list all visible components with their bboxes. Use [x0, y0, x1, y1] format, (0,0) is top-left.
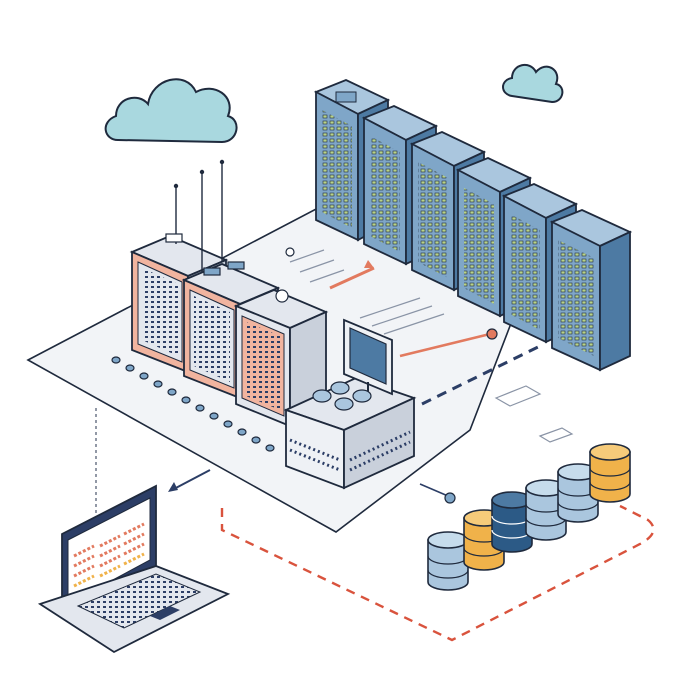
cloud-icon-right [502, 63, 564, 104]
cloud-icon-left [104, 78, 238, 144]
network-connector-icon [486, 328, 498, 340]
database-icon [589, 443, 631, 503]
database-icon [525, 479, 567, 541]
server-tower-c [233, 289, 329, 428]
front-server-cluster [129, 159, 329, 428]
database-cluster [427, 443, 631, 591]
control-console [283, 318, 417, 490]
fingerprint-icon [275, 289, 289, 303]
data-link-dashed [220, 504, 655, 642]
database-icon [557, 463, 599, 523]
monitor-icon [343, 318, 393, 398]
floor-markings [289, 249, 574, 443]
server-rack-icon [549, 209, 633, 372]
laptop-link [95, 408, 211, 518]
port-row [111, 356, 275, 452]
laptop-icon [37, 484, 231, 654]
server-rack-row [313, 79, 633, 372]
network-connector-icon [444, 492, 456, 504]
database-icon [427, 531, 469, 591]
network-connector-icon [285, 247, 295, 257]
flow-arrows [329, 260, 541, 406]
